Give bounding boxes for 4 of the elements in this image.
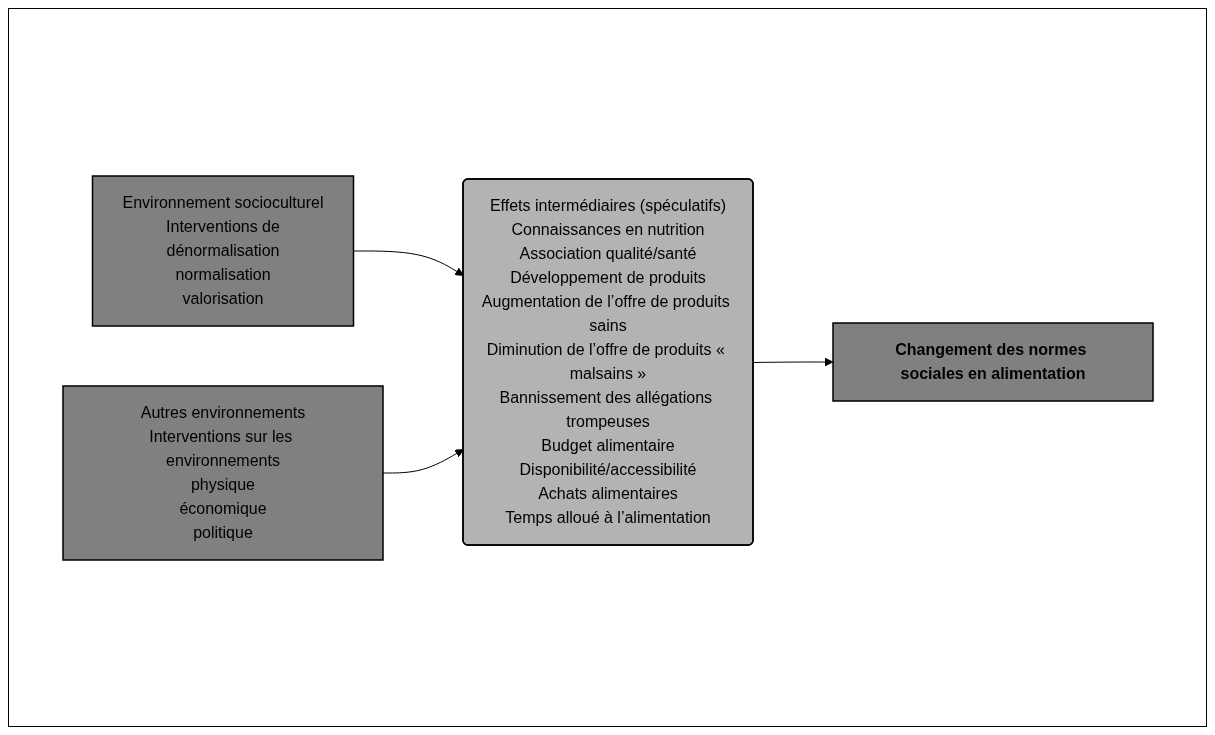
arrow — [752, 357, 833, 366]
node-box: Environnement socioculturel Interventions de dénormalisation normalisation valorisation — [91, 174, 354, 327]
node-box: Autres environnements Interventions sur les environnements physique économique politique — [61, 384, 384, 561]
node-box: Changement des normes sociales en alimentation — [831, 321, 1154, 402]
